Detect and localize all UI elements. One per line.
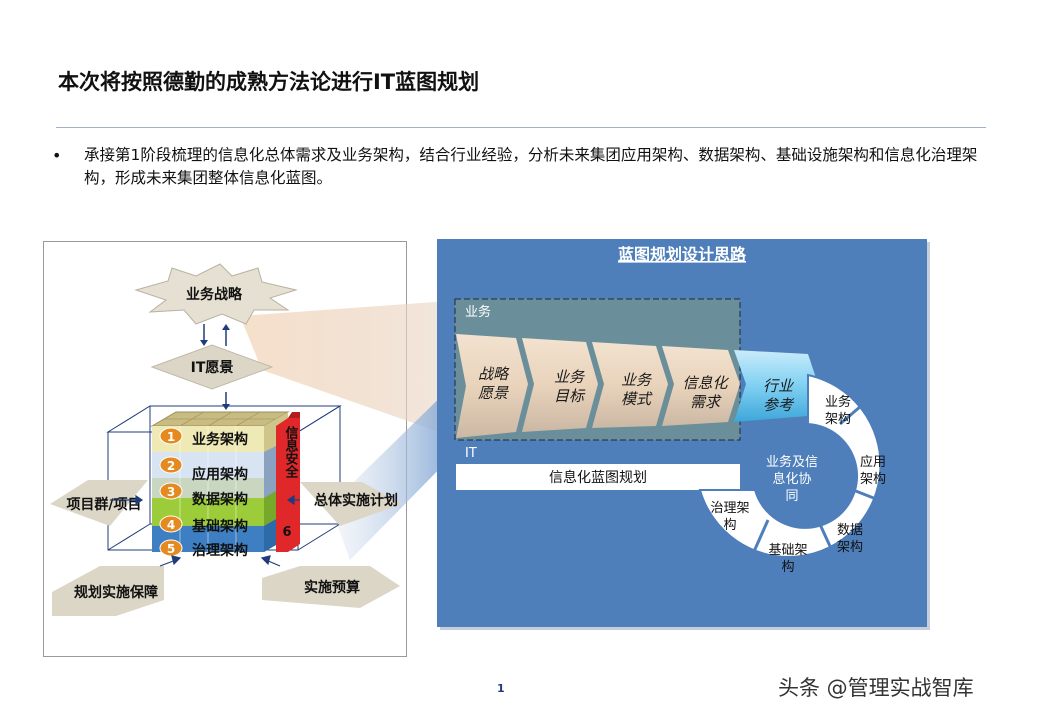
it-label: IT	[465, 446, 477, 461]
svg-text:总体实施计划: 总体实施计划	[314, 492, 398, 509]
chevron-5-line1: 行业	[763, 377, 794, 395]
chevron-1-line1: 战略	[478, 365, 510, 383]
layer-3: 3 数据架构	[159, 482, 248, 508]
blueprint-heading: 蓝图规划设计思路	[618, 245, 747, 264]
chevron-1-line2: 愿景	[478, 384, 509, 402]
svg-text:息化协: 息化协	[772, 471, 811, 487]
strategy-burst	[134, 263, 298, 325]
chevron-3-line2: 模式	[621, 390, 653, 408]
svg-text:规划实施保障: 规划实施保障	[74, 584, 158, 601]
ring-item-4-line2: 构	[781, 560, 794, 575]
title-divider	[56, 127, 986, 128]
ring-item-2-line2: 架构	[860, 472, 886, 487]
budget-tile	[262, 566, 400, 608]
svg-text:同: 同	[785, 489, 798, 504]
chevron-2-line1: 业务	[554, 368, 586, 386]
cycle-center: 业务及信 息化协 同	[766, 454, 818, 504]
svg-text:5: 5	[167, 542, 175, 556]
layer-4: 4 基础架构	[159, 515, 248, 535]
page-number: 1	[497, 682, 505, 695]
vision-tile	[150, 344, 274, 390]
architecture-cycle: 业务 架构 应用 架构 数据 架构 基础架 构 治理架 构	[698, 373, 895, 575]
vision-label: IT愿景	[191, 360, 234, 376]
ring-item-2-line1: 应用	[860, 454, 886, 470]
security-number: 6	[282, 525, 291, 540]
security-label: 信息安全	[283, 425, 300, 479]
ring-item-5-line1: 治理架	[710, 501, 749, 516]
ring-item-4-line1: 基础架	[768, 543, 807, 558]
svg-text:1: 1	[167, 430, 175, 444]
svg-text:业务架构: 业务架构	[192, 431, 248, 448]
blueprint-bar	[456, 464, 740, 490]
projection-beam-top	[240, 300, 462, 440]
chevron-4-line1: 信息化	[682, 374, 729, 392]
implementation-plan-tile	[300, 482, 402, 526]
ring-item-5-line2: 构	[723, 518, 736, 533]
ring-item-1-line1: 业务	[825, 394, 851, 410]
implementation-guarantee-tile	[52, 566, 164, 616]
svg-text:应用架构: 应用架构	[192, 466, 248, 483]
strategy-label: 业务战略	[186, 286, 243, 303]
chevron-4-line2: 需求	[690, 393, 722, 411]
blueprint-bar-label: 信息化蓝图规划	[549, 469, 647, 486]
business-label: 业务	[465, 304, 491, 320]
layer-2: 2 应用架构	[159, 456, 248, 483]
svg-text:数据架构: 数据架构	[192, 491, 248, 508]
projects-tile	[50, 480, 148, 526]
layer-1: 1 业务架构	[159, 427, 248, 448]
layer-5: 5 治理架构	[159, 539, 248, 559]
chevron-3-line1: 业务	[621, 371, 653, 389]
svg-text:业务及信: 业务及信	[766, 454, 818, 470]
watermark: 头条 @管理实战智库	[778, 676, 974, 700]
chevron-5-line2: 参考	[763, 396, 795, 414]
svg-text:治理架构: 治理架构	[192, 542, 248, 559]
ring-item-3-line2: 架构	[837, 540, 863, 555]
svg-text:4: 4	[167, 518, 175, 532]
svg-text:基础架构: 基础架构	[192, 518, 248, 535]
bullet-text: 承接第1阶段梳理的信息化总体需求及业务架构，结合行业经验，分析未来集团应用架构、…	[84, 146, 978, 187]
security-bar	[276, 418, 300, 552]
svg-text:实施预算: 实施预算	[304, 579, 360, 596]
svg-text:3: 3	[167, 485, 175, 499]
ring-item-3-line1: 数据	[837, 523, 863, 538]
bullet-marker: •	[52, 146, 62, 165]
process-chevrons	[456, 334, 818, 438]
slide-title: 本次将按照德勤的成熟方法论进行IT蓝图规划	[58, 70, 480, 94]
ring-item-1-line2: 架构	[825, 412, 851, 427]
chevron-2-line2: 目标	[554, 387, 586, 405]
svg-text:2: 2	[167, 459, 175, 473]
